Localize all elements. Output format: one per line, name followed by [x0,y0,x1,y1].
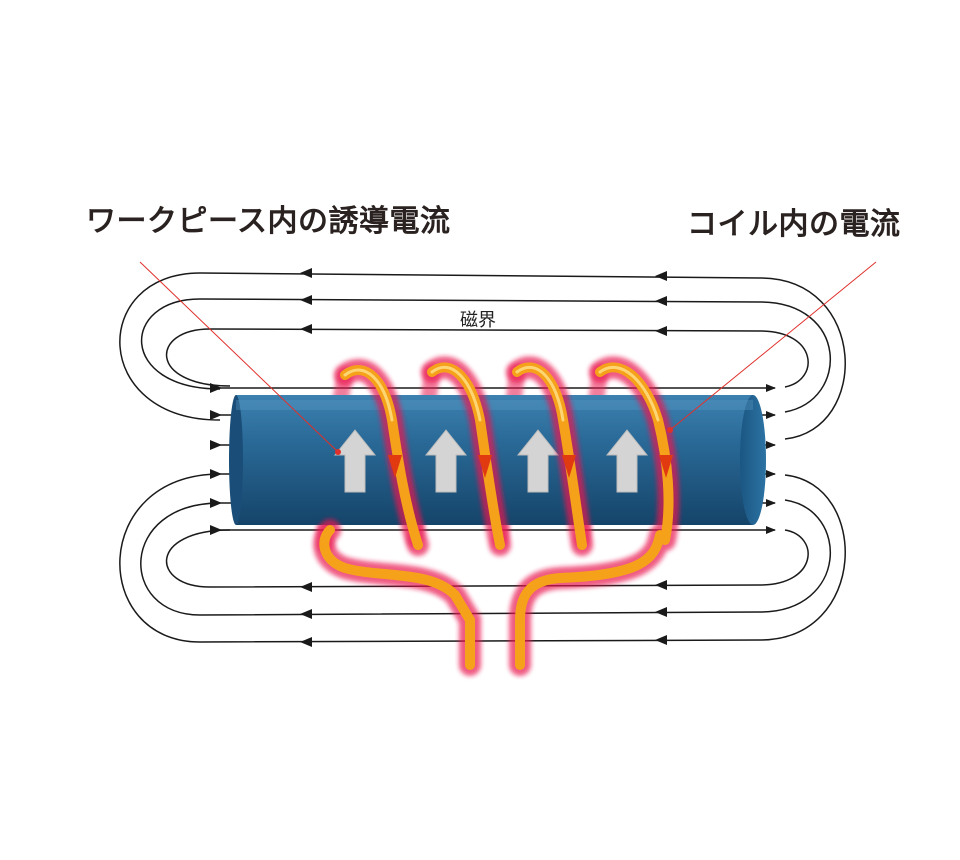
field-arrow-icon [300,324,312,334]
field-arrow-icon [210,498,222,508]
current-up-arrow-icon [333,429,377,493]
field-arrow-icon [655,607,667,617]
pointer-line-coil-current [669,261,877,431]
coil-down-arrow-icon [388,455,402,478]
workpiece-current-label: ワークピース内の誘導電流 [86,204,451,239]
field-arrow-icon [210,410,222,420]
field-arrow-icon [655,580,667,590]
coil-front [313,356,680,676]
current-up-arrow-icon [605,429,649,493]
field-arrow-icon [655,271,667,281]
field-arrow-icon [300,637,312,647]
field-arrow-icon [655,635,667,645]
field-loop-middle-top [140,298,831,413]
field-arrow-icon [210,525,222,535]
field-arrow-icon [210,383,222,393]
field-arrow-icon [300,582,312,592]
field-loop-outer-bottom [119,473,846,643]
field-arrows [210,268,667,647]
field-loop-outer-top [119,272,846,440]
coil-current-label: コイル内の電流 [687,207,901,242]
field-arrow-icon [300,295,312,305]
coil-down-arrow-icon [659,455,673,478]
field-arrow-icon [300,609,312,619]
field-arrow-icon [655,326,667,336]
field-arrow-icon [300,268,312,278]
pointer-lines [139,261,877,453]
magnetic-field-label: 磁界 [460,310,496,331]
field-arrow-icon [210,469,222,479]
pointer-line-workpiece-current [139,261,339,453]
current-up-arrow-icon [424,429,468,493]
field-loop-middle-bottom [140,499,831,616]
coil-down-arrow-icon [478,455,492,478]
field-arrow-icon [210,440,222,450]
pointer-dot-coil [667,427,673,433]
coil-down-arrow-icon [562,455,576,478]
pointer-dot-workpiece [335,449,341,455]
induced-current-arrows [333,429,649,493]
field-loop-inner-top [165,328,809,388]
coil-current-arrows [388,455,673,478]
field-arrow-icon [655,296,667,306]
field-loop-inner-bottom [165,529,809,588]
current-up-arrow-icon [516,429,560,493]
